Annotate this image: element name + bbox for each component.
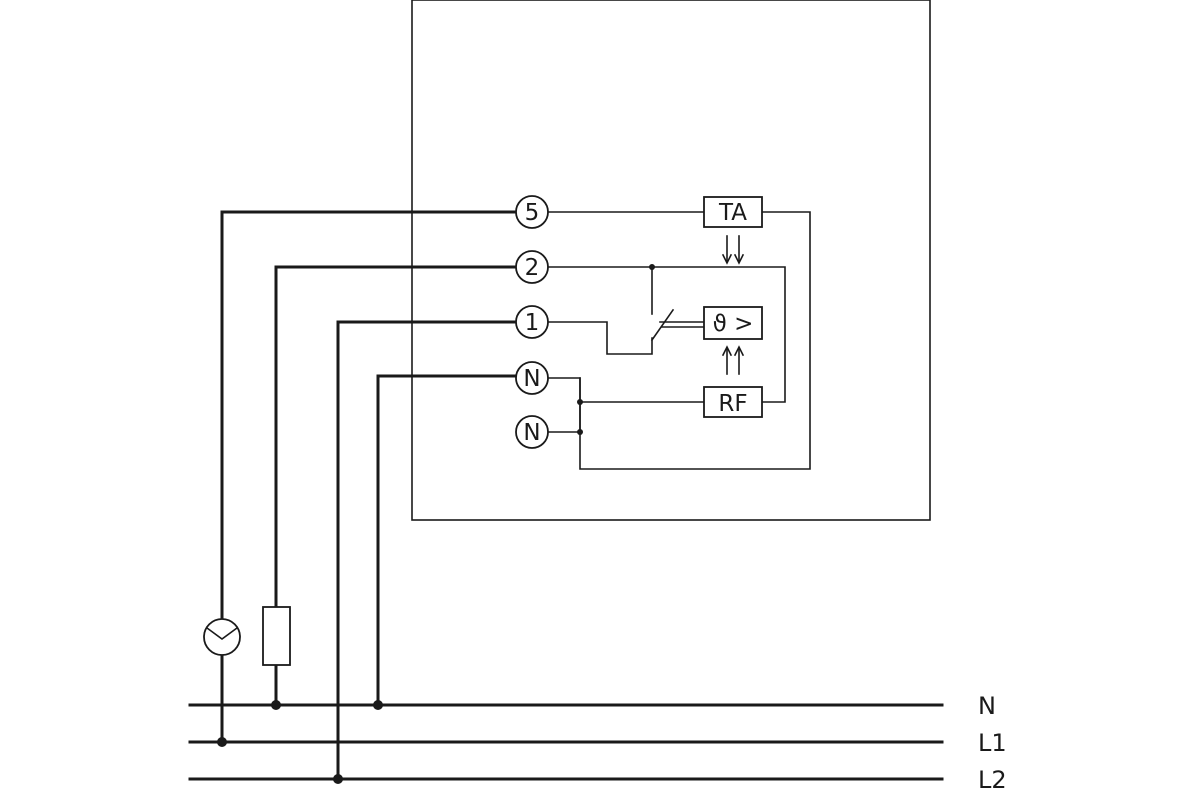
arrows-rf-to-sensor xyxy=(721,345,745,375)
wire-terminal-2 xyxy=(274,265,518,609)
external-wiring xyxy=(203,210,518,784)
junction-dot xyxy=(577,429,583,435)
wire-terminal-5 xyxy=(220,210,518,621)
block-ta-label: TA xyxy=(718,200,747,226)
block-rf-label: RF xyxy=(718,391,747,417)
junction-dot xyxy=(217,737,227,747)
junction-dot xyxy=(649,264,655,270)
junction-dot xyxy=(271,700,281,710)
internal-wiring xyxy=(547,211,811,470)
terminal-1-label: 1 xyxy=(525,310,540,336)
bus-label-l1: L1 xyxy=(978,729,1007,757)
terminal-5: 5 xyxy=(515,195,549,229)
terminal-n-lower-label: N xyxy=(523,420,540,446)
terminal-2-label: 2 xyxy=(525,255,540,281)
arrows-ta-to-sensor xyxy=(721,235,745,265)
device-housing xyxy=(411,0,931,521)
block-rf: RF xyxy=(703,386,763,418)
terminal-5-label: 5 xyxy=(525,200,540,226)
terminal-n-upper: N xyxy=(515,361,549,395)
block-sensor-label: ϑ > xyxy=(713,311,754,337)
junction-dot xyxy=(373,700,383,710)
wire-terminal-n xyxy=(376,374,518,707)
junction-dot xyxy=(333,774,343,784)
bus-label-n: N xyxy=(978,692,996,720)
terminal-2: 2 xyxy=(515,250,549,284)
supply-bus: N L1 L2 xyxy=(188,692,1007,794)
terminal-n-lower: N xyxy=(515,415,549,449)
terminal-n-upper-label: N xyxy=(523,366,540,392)
block-ta: TA xyxy=(703,196,763,228)
junction-dot xyxy=(577,399,583,405)
load-resistor-icon xyxy=(262,606,291,666)
bus-label-l2: L2 xyxy=(978,766,1007,794)
clock-icon xyxy=(203,618,241,656)
wire-terminal-1 xyxy=(336,320,518,781)
terminal-1: 1 xyxy=(515,305,549,339)
block-sensor: ϑ > xyxy=(703,306,763,340)
thermostat-switch xyxy=(650,308,675,342)
